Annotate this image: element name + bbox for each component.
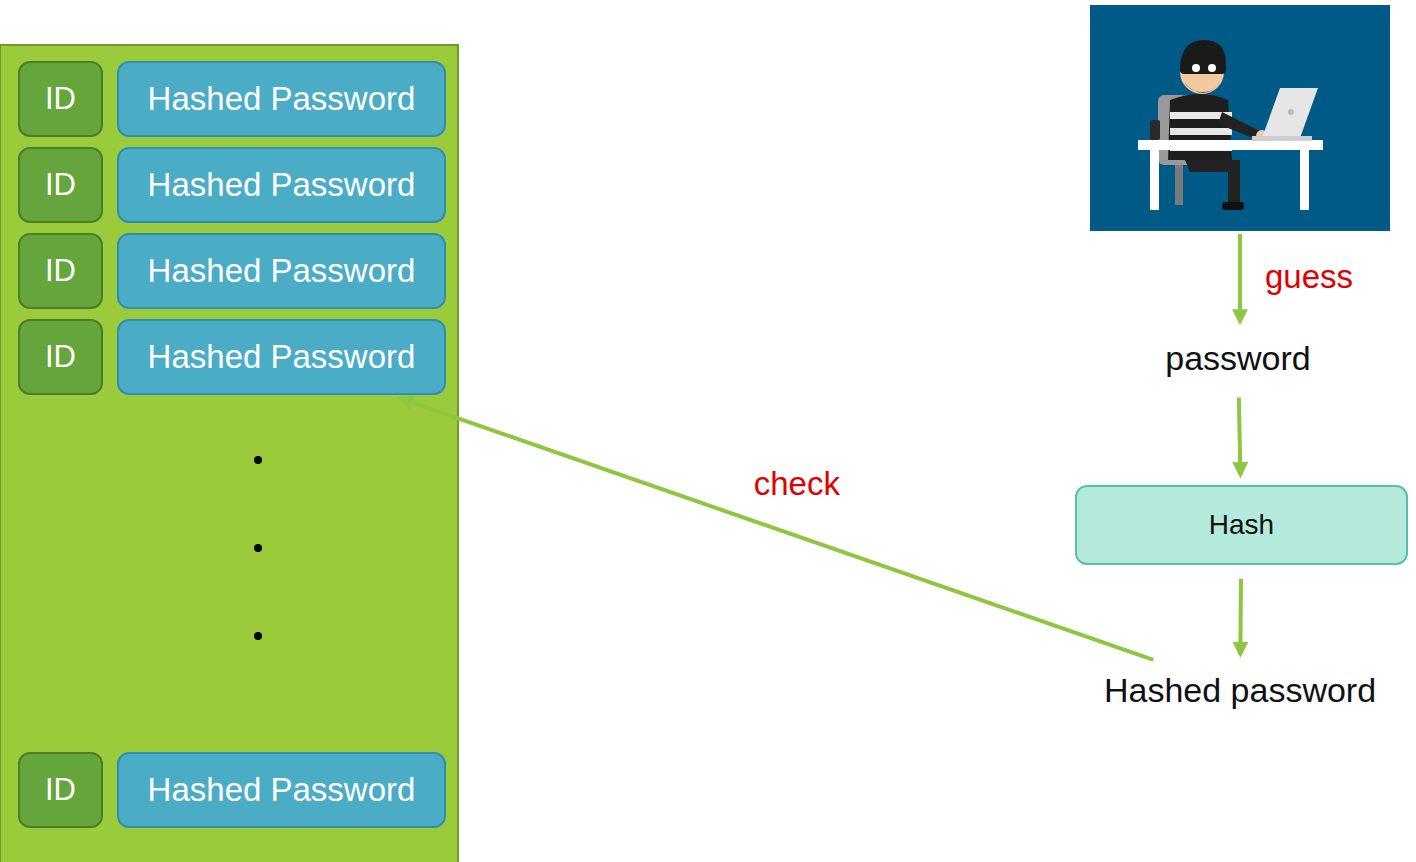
flow-arrow	[1238, 579, 1243, 655]
ellipsis-dot	[254, 456, 262, 464]
node-text: password	[1165, 339, 1311, 378]
node-text: ID	[45, 339, 76, 375]
hashed-password-box: Hashed Password	[117, 147, 446, 223]
id-box: ID	[18, 61, 103, 137]
id-box: ID	[18, 233, 103, 309]
node-text: Hash	[1209, 509, 1274, 541]
node-text: Hashed Password	[148, 80, 416, 118]
guess-label: guess	[1262, 258, 1356, 296]
hashed-password-text: Hashed password	[1070, 665, 1410, 716]
edge-label: check	[751, 465, 843, 503]
id-box: ID	[18, 319, 103, 395]
flow-arrow	[400, 398, 1153, 660]
database-panel	[0, 45, 458, 862]
node-text: ID	[45, 253, 76, 289]
node-text: Hashed Password	[148, 166, 416, 204]
flow-arrow	[1239, 397, 1241, 475]
id-box: ID	[18, 752, 103, 828]
hash-function-box: Hash	[1075, 485, 1408, 565]
hashed-password-box: Hashed Password	[117, 61, 446, 137]
hashed-password-box: Hashed Password	[117, 752, 446, 828]
node-text: Hashed Password	[148, 771, 416, 809]
node-text: ID	[45, 167, 76, 203]
guess-arrow	[1238, 234, 1242, 322]
node-text: ID	[45, 772, 76, 808]
node-text: Hashed password	[1104, 671, 1376, 710]
id-box: ID	[18, 147, 103, 223]
ellipsis-dot	[254, 544, 262, 552]
hacker-illustration	[1090, 5, 1390, 231]
hashed-password-box: Hashed Password	[117, 319, 446, 395]
node-text: Hashed Password	[148, 252, 416, 290]
password-text: password	[1135, 333, 1341, 384]
node-text: ID	[45, 81, 76, 117]
ellipsis-dot	[254, 632, 262, 640]
hashed-password-box: Hashed Password	[117, 233, 446, 309]
node-text: Hashed Password	[148, 338, 416, 376]
